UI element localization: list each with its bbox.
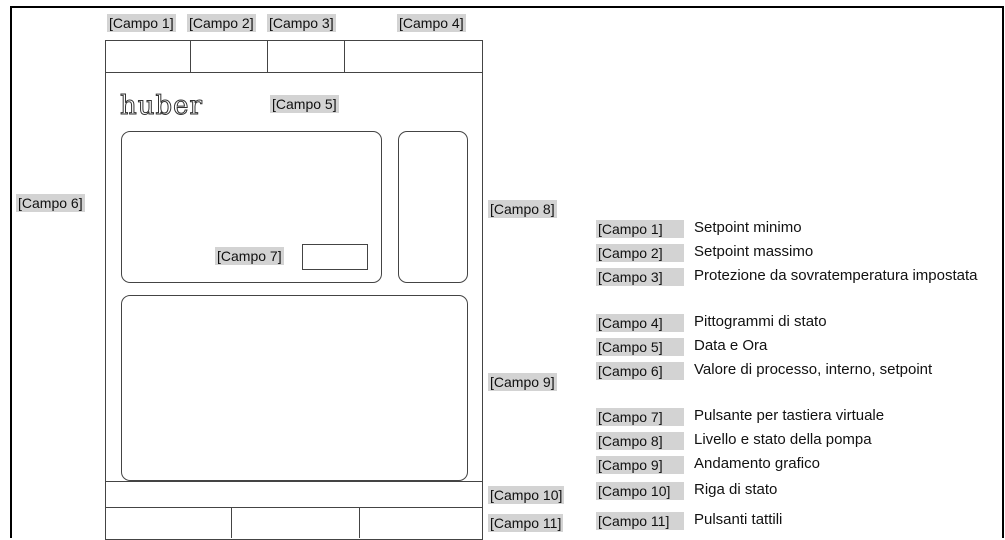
legend-desc: Setpoint massimo — [694, 243, 814, 260]
label-campo-11: [Campo 11] — [488, 514, 564, 532]
status-line-top — [105, 481, 483, 482]
legend-tag: [Campo 3] — [596, 268, 684, 286]
legend-tag: [Campo 2] — [596, 244, 684, 262]
touch-button-separator-1 — [231, 507, 232, 538]
legend-desc: Pittogrammi di stato — [694, 313, 827, 330]
label-campo-1: [Campo 1] — [107, 14, 176, 32]
legend-desc: Pulsanti tattili — [694, 511, 783, 528]
frame-right-border — [1002, 6, 1004, 538]
top-row-separator-1 — [190, 40, 191, 73]
label-campo-2: [Campo 2] — [187, 14, 256, 32]
legend-tag: [Campo 1] — [596, 220, 684, 238]
legend-desc: Setpoint minimo — [694, 219, 802, 236]
legend-desc: Protezione da sovratemperatura impostata — [694, 267, 978, 284]
legend-desc: Andamento grafico — [694, 455, 820, 472]
label-campo-6: [Campo 6] — [16, 194, 85, 212]
legend-row: [Campo 4] Pittogrammi di stato — [596, 314, 994, 332]
legend-row: [Campo 8] Livello e stato della pompa — [596, 432, 994, 450]
legend-tag: [Campo 7] — [596, 408, 684, 426]
legend-row: [Campo 9] Andamento grafico — [596, 456, 994, 474]
label-campo-10: [Campo 10] — [488, 486, 565, 504]
top-row-separator-3 — [344, 40, 345, 73]
legend-row: [Campo 10] Riga di stato — [596, 482, 994, 500]
label-campo-3: [Campo 3] — [267, 14, 336, 32]
legend-tag: [Campo 4] — [596, 314, 684, 332]
touch-buttons-top — [105, 507, 483, 508]
legend-tag: [Campo 6] — [596, 362, 684, 380]
legend-row: [Campo 3] Protezione da sovratemperatura… — [596, 268, 994, 286]
legend-tag: [Campo 8] — [596, 432, 684, 450]
label-campo-9: [Campo 9] — [488, 373, 557, 391]
process-value-panel — [121, 131, 382, 283]
frame-top-border — [10, 6, 1004, 8]
label-campo-5: [Campo 5] — [270, 95, 339, 113]
legend-row: [Campo 2] Setpoint massimo — [596, 244, 994, 262]
virtual-keyboard-button[interactable] — [302, 244, 368, 270]
legend-desc: Data e Ora — [694, 337, 768, 354]
touch-button-separator-2 — [359, 507, 360, 538]
legend-tag: [Campo 9] — [596, 456, 684, 474]
label-campo-7: [Campo 7] — [215, 247, 284, 265]
legend-row: [Campo 6] Valore di processo, interno, s… — [596, 362, 994, 380]
top-row-divider — [105, 72, 483, 73]
legend-desc: Riga di stato — [694, 481, 778, 498]
top-row-separator-2 — [267, 40, 268, 73]
legend-desc: Valore di processo, interno, setpoint — [694, 361, 933, 378]
label-campo-4: [Campo 4] — [397, 14, 466, 32]
legend-row: [Campo 11] Pulsanti tattili — [596, 512, 994, 530]
legend-desc: Livello e stato della pompa — [694, 431, 872, 448]
legend-tag: [Campo 5] — [596, 338, 684, 356]
legend-tag: [Campo 10] — [596, 482, 684, 500]
frame-left-border — [10, 6, 12, 538]
legend-row: [Campo 5] Data e Ora — [596, 338, 994, 356]
legend-desc: Pulsante per tastiera virtuale — [694, 407, 885, 424]
graph-panel — [121, 295, 468, 481]
huber-logo: huber — [120, 91, 203, 121]
legend-tag: [Campo 11] — [596, 512, 684, 530]
label-campo-8: [Campo 8] — [488, 200, 557, 218]
legend-row: [Campo 7] Pulsante per tastiera virtuale — [596, 408, 994, 426]
legend-row: [Campo 1] Setpoint minimo — [596, 220, 994, 238]
pump-panel — [398, 131, 468, 283]
